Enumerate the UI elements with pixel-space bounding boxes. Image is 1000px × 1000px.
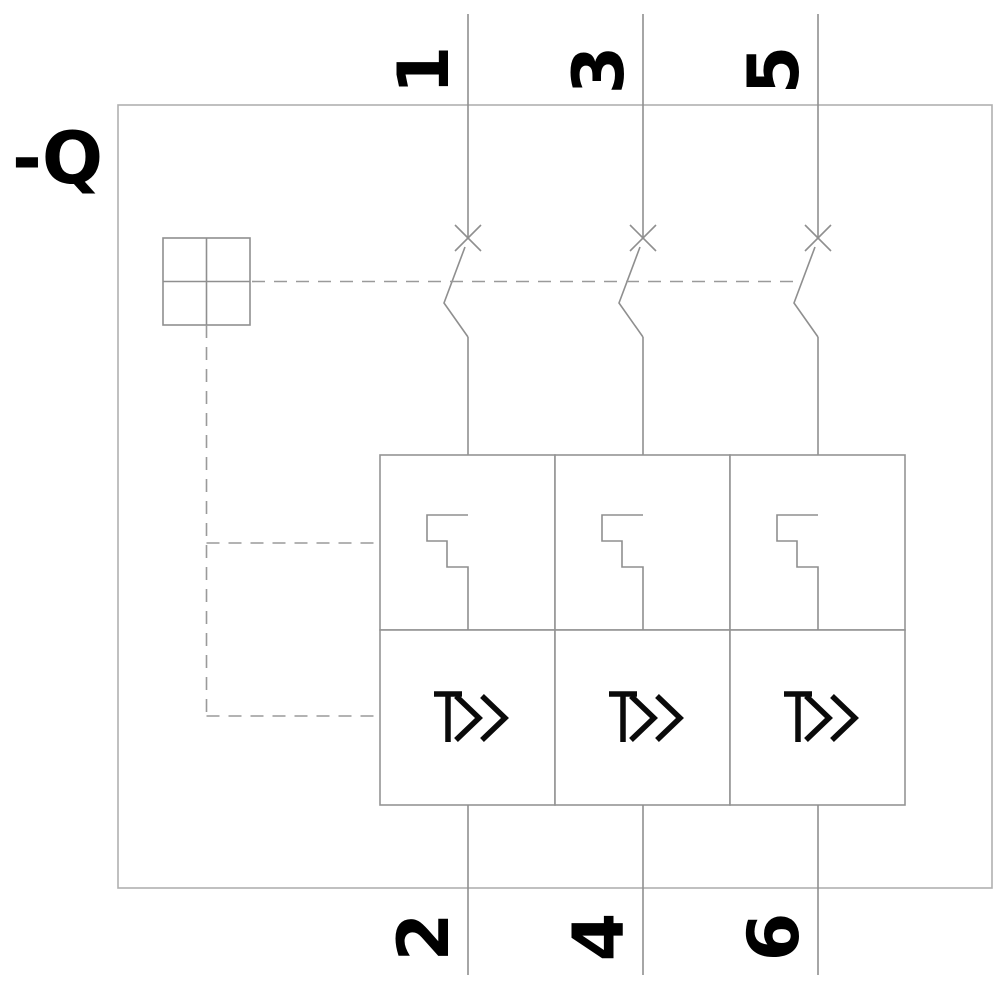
instantaneous-overcurrent-release-icon <box>784 691 859 742</box>
switch-blade-pole3 <box>793 246 819 338</box>
device-tag: -Q <box>12 116 103 200</box>
switch-blade-pole1 <box>443 246 469 338</box>
thermal-overload-release-icon <box>426 514 469 630</box>
breaker-contact-cross-icon <box>454 224 482 252</box>
breaker-contact-cross-icon <box>804 224 832 252</box>
terminal-label-4: 4 <box>558 913 640 962</box>
breaker-contact-cross-icon <box>629 224 657 252</box>
terminal-label-2: 2 <box>383 913 465 962</box>
thermal-overload-release-icon <box>601 514 644 630</box>
switch-blade-pole2 <box>618 246 644 338</box>
magnetic-box-pole1 <box>379 629 556 806</box>
manual-operator-square-icon <box>162 237 251 326</box>
schematic-border <box>117 104 993 889</box>
magnetic-box-pole2 <box>554 629 731 806</box>
terminal-label-1: 1 <box>383 46 465 95</box>
magnetic-box-pole3 <box>729 629 906 806</box>
instantaneous-overcurrent-release-icon <box>434 691 509 742</box>
terminal-label-3: 3 <box>558 46 640 95</box>
instantaneous-overcurrent-release-icon <box>609 691 684 742</box>
terminal-label-6: 6 <box>733 913 815 962</box>
terminal-label-5: 5 <box>733 46 815 95</box>
thermal-overload-release-icon <box>776 514 819 630</box>
